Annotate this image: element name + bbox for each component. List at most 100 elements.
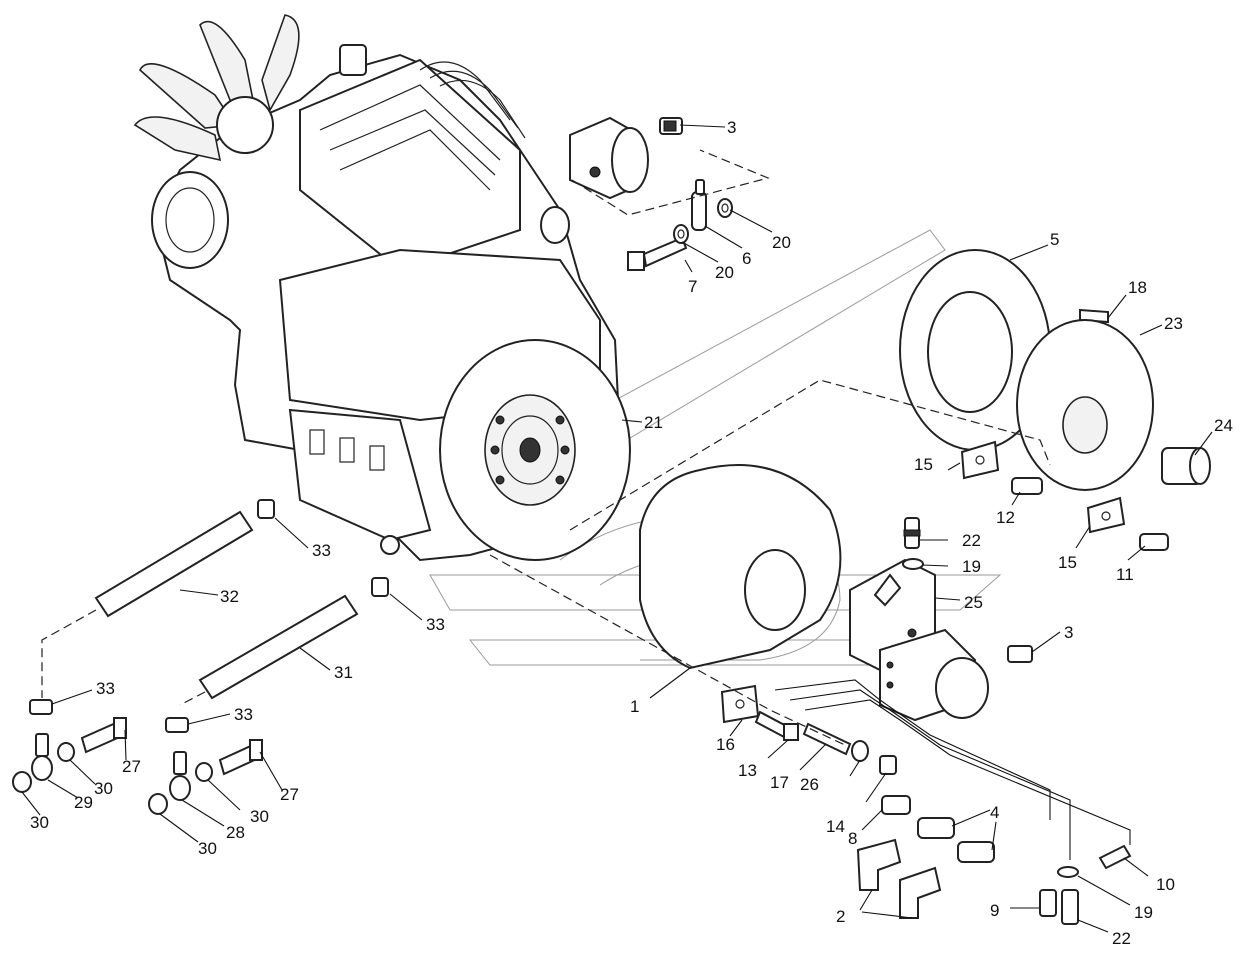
callout-15-b: 15 [1058, 553, 1077, 572]
adapter-plate-5 [899, 249, 1051, 451]
callout-19-top: 19 [962, 557, 981, 576]
banjo-29 [31, 733, 53, 781]
clamp-33-c [29, 699, 53, 715]
assembly-line-hose-31 [179, 691, 206, 706]
callout-19-lower: 19 [1134, 903, 1153, 922]
bolt-13 [754, 710, 799, 741]
banjo-bolt-27-a [80, 717, 127, 754]
elbow-2-a [856, 838, 902, 891]
fitting-3-lower [1007, 645, 1033, 663]
bell-housing-1 [639, 464, 842, 670]
clamp-33-a [257, 499, 275, 519]
adapter-4-b [957, 841, 995, 863]
callout-33-d: 33 [234, 705, 253, 724]
banjo-28 [169, 751, 191, 801]
coupling-disc-23 [1016, 319, 1154, 491]
engine-assembly [133, 14, 631, 562]
clamp-33-b [371, 577, 389, 597]
callout-20-a: 20 [715, 263, 734, 282]
callout-5: 5 [1050, 230, 1059, 249]
callout-4: 4 [990, 803, 999, 822]
gasket-15-a [960, 440, 1000, 480]
callout-24: 24 [1214, 416, 1233, 435]
fitting-3-top [659, 117, 683, 135]
callout-27-b: 27 [280, 785, 299, 804]
callout-9: 9 [990, 901, 999, 920]
washer-30-a [57, 742, 75, 762]
fitting-6 [691, 179, 707, 231]
elbow-2-b [899, 866, 942, 919]
hydraulic-line-set [774, 679, 1131, 860]
callout-33-c: 33 [96, 679, 115, 698]
gasket-16 [720, 684, 760, 724]
callout-labels: 3 7 20 6 20 5 18 23 24 21 15 12 22 19 15… [30, 118, 1233, 948]
callout-15-a: 15 [914, 455, 933, 474]
callout-8: 8 [848, 829, 857, 848]
callout-27-a: 27 [122, 757, 141, 776]
callout-25: 25 [964, 593, 983, 612]
washer-19-top [902, 558, 924, 570]
callout-3-lower: 3 [1064, 623, 1073, 642]
callout-14: 14 [826, 817, 845, 836]
callout-33-b: 33 [426, 615, 445, 634]
callout-22-top: 22 [962, 531, 981, 550]
washer-30-b [12, 771, 32, 793]
bolt-12 [1011, 477, 1043, 495]
callout-28: 28 [226, 823, 245, 842]
callout-30-a: 30 [94, 779, 113, 798]
callout-17: 17 [770, 773, 789, 792]
callout-31: 31 [334, 663, 353, 682]
hydraulic-pump-top [569, 116, 649, 200]
callout-10: 10 [1156, 875, 1175, 894]
callout-2: 2 [836, 907, 845, 926]
callout-30-c: 30 [250, 807, 269, 826]
callout-30-b: 30 [30, 813, 49, 832]
callout-6: 6 [742, 249, 751, 268]
assembly-line-top [571, 149, 770, 216]
callout-21: 21 [644, 413, 663, 432]
washer-30-d [148, 793, 168, 815]
assembly-line-hose-32 [41, 609, 97, 698]
bolt-11 [1139, 533, 1169, 551]
callout-7: 7 [688, 277, 697, 296]
washer-20-a [673, 224, 689, 244]
gasket-15-b [1086, 496, 1126, 534]
washer-19-lower [1057, 866, 1079, 878]
callout-32: 32 [220, 587, 239, 606]
pump-3-lower [879, 628, 989, 722]
assembly-line-main [489, 554, 846, 746]
washer-30-c [195, 762, 213, 782]
bolt-7 [627, 236, 688, 271]
callout-30-d: 30 [198, 839, 217, 858]
hose-32 [94, 510, 254, 618]
nut-14 [879, 755, 897, 775]
washer-26 [851, 740, 869, 762]
callout-16: 16 [716, 735, 735, 754]
spline-hub-24 [1161, 447, 1211, 485]
callout-22-lower: 22 [1112, 929, 1131, 948]
hose-31 [198, 594, 359, 700]
clamp-33-d [165, 717, 189, 733]
adapter-8 [881, 795, 911, 815]
callout-12: 12 [996, 508, 1015, 527]
callout-26: 26 [800, 775, 819, 794]
callout-13: 13 [738, 761, 757, 780]
banjo-bolt-27-b [218, 739, 263, 776]
callout-20-b: 20 [772, 233, 791, 252]
fitting-22-lower [1061, 889, 1079, 925]
callout-33-a: 33 [312, 541, 331, 560]
pin-18 [1079, 308, 1109, 324]
callout-23: 23 [1164, 314, 1183, 333]
callout-1: 1 [630, 697, 639, 716]
callout-29: 29 [74, 793, 93, 812]
fitting-9 [1039, 889, 1057, 917]
callout-11: 11 [1116, 565, 1134, 584]
fitting-22-top [903, 517, 921, 549]
leader-lines [21, 124, 1213, 933]
fitting-10 [1098, 844, 1132, 870]
callout-18: 18 [1128, 278, 1147, 297]
washer-20-b [717, 198, 733, 218]
adapter-4-a [917, 817, 955, 839]
callout-3-top: 3 [727, 118, 736, 137]
